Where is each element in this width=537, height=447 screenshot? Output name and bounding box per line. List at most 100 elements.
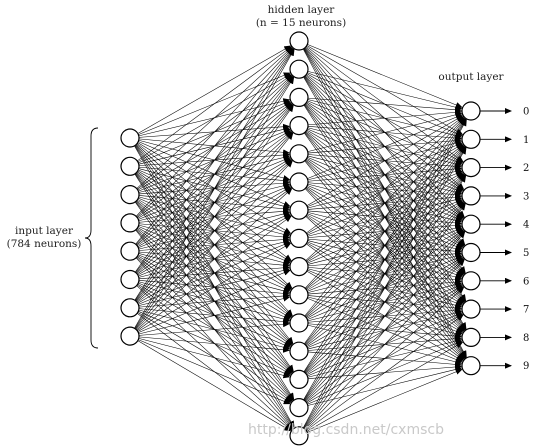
- connection-edge: [307, 109, 463, 126]
- connection-edge: [135, 47, 293, 217]
- connection-edge: [305, 117, 465, 261]
- hidden-neuron: [289, 398, 309, 418]
- connection-edge: [307, 114, 463, 179]
- hidden-neuron: [289, 285, 309, 305]
- hidden-neuron: [289, 426, 309, 446]
- connection-edge: [138, 321, 291, 336]
- output-digit-label: 5: [523, 248, 529, 259]
- hidden-neuron: [289, 200, 309, 220]
- connection-edge: [303, 118, 467, 400]
- connection-edge: [138, 339, 291, 405]
- hidden-neuron: [289, 87, 309, 108]
- hidden-neuron: [289, 115, 309, 136]
- input-neuron: [120, 213, 140, 233]
- hidden-neuron: [289, 228, 309, 248]
- connection-edge: [304, 117, 465, 289]
- connection-edge: [137, 45, 292, 134]
- connection-edge: [134, 48, 295, 329]
- connection-edge: [307, 368, 463, 433]
- connection-edge: [305, 286, 465, 430]
- hidden-neuron: [289, 172, 309, 192]
- input-neuron: [120, 298, 140, 318]
- connection-edge: [136, 47, 293, 189]
- output-neuron: [461, 271, 481, 291]
- output-neuron: [461, 214, 481, 234]
- output-arrows: [480, 108, 512, 369]
- connection-edge: [303, 175, 467, 429]
- output-neuron: [461, 186, 481, 206]
- hidden-neuron: [289, 31, 309, 51]
- connection-edge: [307, 97, 463, 113]
- input-neuron: [120, 326, 140, 346]
- connection-edge: [135, 132, 294, 330]
- hidden-neuron: [289, 59, 309, 79]
- connection-edge: [134, 48, 295, 301]
- connection-edge: [306, 341, 464, 432]
- connection-edge: [304, 117, 466, 317]
- hidden-neuron: [289, 341, 309, 361]
- connection-edge: [307, 111, 463, 152]
- connection-edge: [306, 115, 464, 206]
- connection-edge: [138, 269, 291, 333]
- input-layer-title: input layer: [15, 225, 74, 237]
- input-brace: [84, 127, 99, 349]
- input-layer: [120, 128, 140, 346]
- watermark: http://blog.csdn.net/cxmscb: [248, 422, 444, 438]
- output-digit-label: 4: [523, 220, 529, 231]
- connection-edge: [304, 231, 466, 429]
- output-digit-label: 2: [523, 163, 529, 174]
- connection-edge: [137, 242, 292, 332]
- connection-edge: [134, 104, 294, 329]
- output-digit-label: 6: [523, 276, 529, 287]
- input-neuron: [120, 241, 140, 261]
- input-neuron: [120, 128, 140, 148]
- hidden-layer-title: hidden layer: [268, 4, 336, 16]
- connection-edge: [135, 160, 293, 330]
- output-neuron: [461, 242, 481, 263]
- connection-edge: [135, 48, 294, 245]
- hidden-output-connections: [302, 44, 467, 433]
- connection-edge: [304, 203, 466, 429]
- hidden-neuron: [289, 313, 309, 333]
- output-neuron: [461, 101, 481, 121]
- connection-edge: [306, 116, 464, 234]
- connection-edge: [306, 314, 464, 431]
- connection-edge: [307, 44, 463, 108]
- connection-edge: [138, 336, 291, 353]
- hidden-neuron: [289, 369, 309, 389]
- connection-edge: [304, 259, 465, 430]
- output-digit-label: 1: [523, 135, 529, 146]
- output-digit-label: 9: [523, 361, 529, 372]
- connection-edge: [304, 118, 466, 345]
- input-neuron: [120, 269, 140, 290]
- connection-edge: [138, 338, 291, 379]
- input-hidden-connections: [134, 45, 295, 432]
- hidden-layer: [289, 31, 309, 446]
- connection-edge: [137, 215, 292, 331]
- output-neuron: [461, 299, 481, 319]
- connection-edge: [138, 295, 291, 335]
- output-digit-label: 8: [523, 333, 529, 344]
- output-digit-label: 0: [523, 107, 529, 118]
- output-digit-label: 7: [523, 305, 529, 316]
- hidden-layer-count: (n = 15 neurons): [256, 17, 346, 29]
- output-layer-title: output layer: [438, 71, 504, 83]
- input-neuron: [120, 185, 140, 205]
- connection-edge: [303, 118, 467, 372]
- output-neuron: [461, 356, 481, 376]
- hidden-neuron: [289, 144, 309, 164]
- output-neuron: [461, 327, 481, 347]
- output-neuron: [461, 158, 481, 178]
- input-neuron: [120, 156, 140, 176]
- connection-edge: [134, 76, 295, 329]
- connection-edge: [137, 340, 292, 432]
- connection-edge: [136, 188, 293, 331]
- connection-edge: [302, 118, 467, 428]
- hidden-neuron: [289, 257, 309, 277]
- input-layer-count: (784 neurons): [7, 238, 82, 250]
- connection-edge: [303, 147, 467, 429]
- connection-edge: [137, 46, 292, 162]
